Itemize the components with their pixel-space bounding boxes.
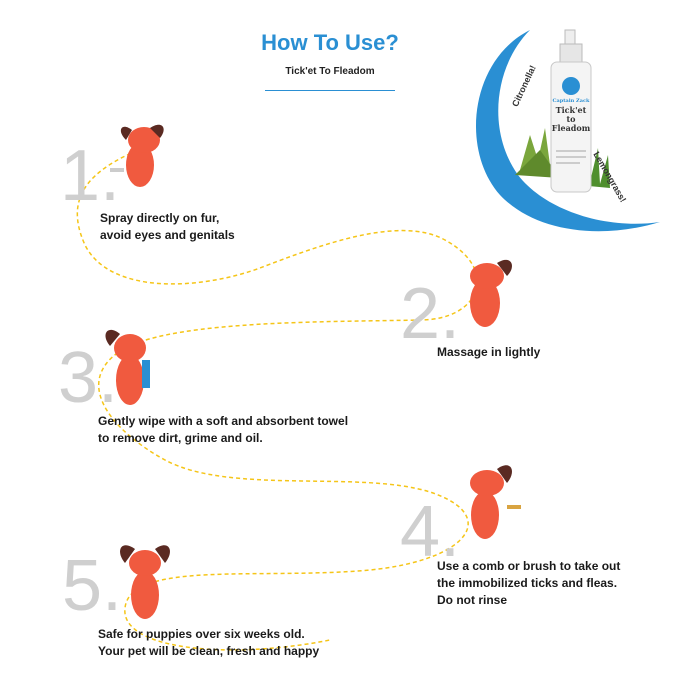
step-1-line-1: Spray directly on fur,	[100, 211, 220, 225]
dog-step-5-image	[120, 545, 170, 619]
step-4-line-2: the immobilized ticks and fleas.	[437, 576, 618, 590]
bottle-brand: Captain Zack	[552, 98, 590, 104]
step-2-line-1: Massage in lightly	[437, 345, 541, 359]
step-5-number: 5.	[62, 546, 123, 626]
step-3-text: Gently wipe with a soft and absorbent to…	[98, 413, 348, 447]
dashed-path	[76, 144, 478, 651]
citronella-herb-image	[515, 128, 560, 178]
step-1-line-2: avoid eyes and genitals	[100, 228, 235, 242]
bottle-name-line-2: Fleadom	[551, 123, 591, 133]
dog-step-2-image	[470, 259, 512, 327]
step-5-text: Safe for puppies over six weeks old. You…	[98, 626, 319, 660]
step-3-number: 3.	[58, 338, 119, 418]
step-1-number: 1.	[60, 136, 121, 216]
step-4-line-3: Do not rinse	[437, 593, 508, 607]
step-1-text: Spray directly on fur, avoid eyes and ge…	[100, 210, 235, 244]
dog-step-4-image	[470, 465, 521, 539]
step-4-text: Use a comb or brush to take out the immo…	[437, 558, 620, 609]
bottle-name-line-1: Tick'et to	[555, 105, 587, 124]
step-2-number: 2.	[400, 274, 461, 354]
step-2-text: Massage in lightly	[437, 344, 540, 361]
page-title: How To Use?	[261, 30, 399, 55]
step-5-line-1: Safe for puppies over six weeks old.	[98, 627, 305, 641]
title-divider	[265, 90, 395, 91]
step-3-line-1: Gently wipe with a soft and absorbent to…	[98, 414, 349, 428]
blue-arc	[476, 30, 660, 232]
product-bottle-image	[550, 29, 592, 193]
dog-step-1-image	[110, 124, 164, 187]
step-3-line-2: to remove dirt, grime and oil.	[98, 431, 263, 445]
step-4-line-1: Use a comb or brush to take out	[437, 559, 621, 573]
step-4-number: 4.	[400, 492, 461, 572]
page-subtitle: Tick'et To Fleadom	[285, 66, 375, 77]
step-5-line-2: Your pet will be clean, fresh and happy	[98, 644, 320, 658]
dog-step-3-image	[105, 329, 150, 405]
bottle-label: Captain Zack Tick'et to Fleadom	[551, 97, 591, 133]
